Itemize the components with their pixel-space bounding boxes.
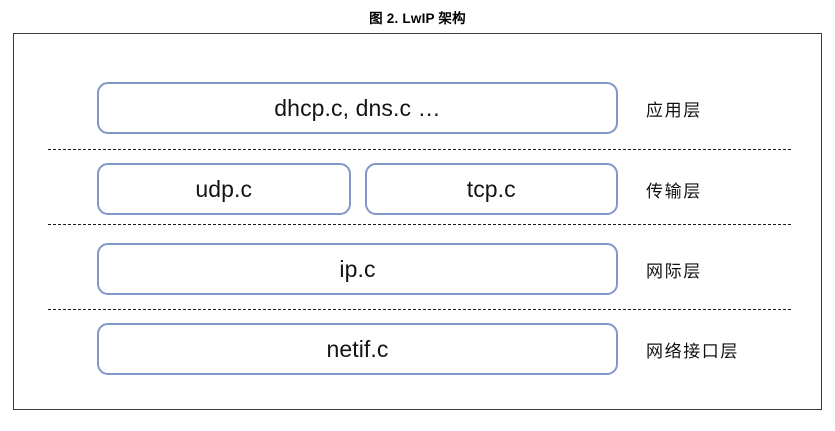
module-box-label: dhcp.c, dns.c … (274, 94, 441, 121)
module-box-tcp[interactable]: tcp.c (364, 163, 618, 215)
module-box-label: netif.c (326, 335, 389, 362)
module-box-group-internet: ip.c (97, 243, 618, 295)
module-box-udp[interactable]: udp.c (97, 163, 351, 215)
layer-row-internet: ip.c 网际层 (14, 243, 823, 295)
module-box-label: tcp.c (466, 175, 516, 202)
figure-caption: 图 2. LwIP 架构 (369, 11, 466, 26)
layer-name-network-interface: 网络接口层 (646, 341, 739, 361)
module-box-label: ip.c (339, 255, 376, 282)
layer-row-network-interface: netif.c 网络接口层 (14, 323, 823, 375)
layer-name-transport: 传输层 (646, 181, 702, 201)
module-box-group-transport: udp.c tcp.c (97, 163, 618, 215)
layer-divider-internet-netif (48, 309, 791, 310)
module-box-group-network-interface: netif.c (97, 323, 618, 375)
module-box-label: udp.c (195, 175, 253, 202)
layer-row-application: dhcp.c, dns.c … 应用层 (14, 82, 823, 134)
layer-divider-transport-internet (48, 224, 791, 225)
module-box-ip[interactable]: ip.c (97, 243, 618, 295)
module-box-group-application: dhcp.c, dns.c … (97, 82, 618, 134)
layer-name-internet: 网际层 (646, 261, 702, 281)
lwip-architecture-diagram: dhcp.c, dns.c … 应用层 udp.c tcp.c 传输层 ip.c… (13, 33, 822, 410)
layer-row-transport: udp.c tcp.c 传输层 (14, 163, 823, 215)
module-box-netif[interactable]: netif.c (97, 323, 618, 375)
layer-name-application: 应用层 (646, 100, 702, 120)
layer-divider-application-transport (48, 149, 791, 150)
module-box-dhcp-dns[interactable]: dhcp.c, dns.c … (97, 82, 618, 134)
